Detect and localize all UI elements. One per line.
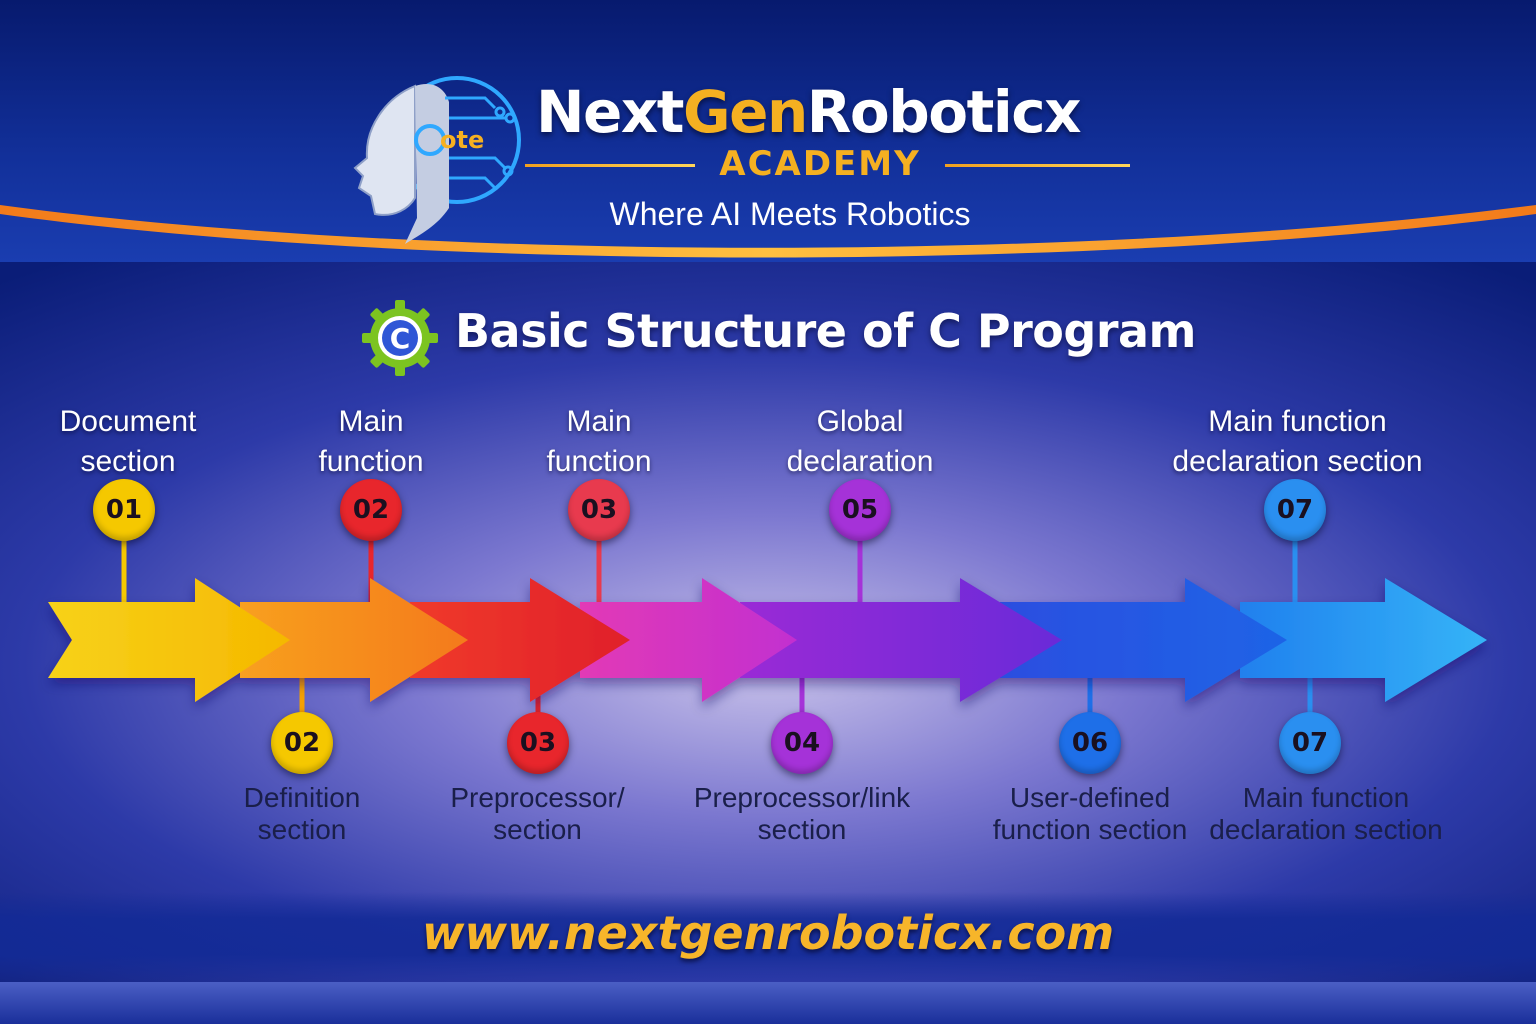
bottom-label-3: Preprocessor/ section (430, 782, 645, 846)
bottom-badge-3: 03 (507, 712, 569, 774)
bottom-badge-4: 04 (771, 712, 833, 774)
footer-band (0, 892, 1536, 982)
arrow-4 (580, 578, 797, 702)
bottom-badge-6: 06 (1059, 712, 1121, 774)
tagline: Where AI Meets Robotics (609, 196, 971, 232)
top-badge-5: 05 (829, 479, 891, 541)
bottom-label-4: Preprocessor/link section (672, 782, 932, 846)
bottom-label-6: User-defined function section (975, 782, 1205, 846)
bottom-label-3-text: Preprocessor/ section (450, 782, 625, 845)
top-label-1-text: Document section (59, 405, 197, 478)
c-gear-icon: C (362, 300, 438, 376)
bottom-badge-7: 07 (1279, 712, 1341, 774)
arrow-7 (1240, 578, 1487, 702)
arrow-3 (410, 578, 630, 702)
bottom-label-6-text: User-defined function section (992, 782, 1188, 845)
top-label-2-text: Main function (318, 405, 424, 478)
top-badge-1: 01 (93, 479, 155, 541)
top-label-3: Main function (519, 402, 679, 482)
robot-head-logo: ote (353, 76, 521, 244)
top-label-7: Main function declaration section (1150, 402, 1445, 482)
arrow-2 (240, 578, 468, 702)
top-label-5-text: Global declaration (786, 405, 934, 478)
brand-part-next: Next (536, 78, 685, 146)
top-badge-3: 03 (568, 479, 630, 541)
brand-part-roboticx: Roboticx (806, 78, 1082, 146)
top-label-2: Main function (291, 402, 451, 482)
c-letter: C (390, 322, 411, 355)
bottom-label-2: Definition section (202, 782, 402, 846)
academy-label: ACADEMY (719, 144, 921, 184)
bottom-badge-2: 02 (271, 712, 333, 774)
top-label-7-text: Main function declaration section (1172, 405, 1423, 478)
top-badge-2: 02 (340, 479, 402, 541)
top-label-5: Global declaration (760, 402, 960, 482)
top-label-3-text: Main function (546, 405, 652, 478)
brand-name: NextGenRoboticx (536, 78, 1082, 146)
connector-stems (121, 538, 1313, 714)
top-label-1: Document section (28, 402, 228, 482)
bottom-label-2-text: Definition section (243, 782, 361, 845)
website-url: www.nextgenroboticx.com (421, 906, 1115, 960)
arrow-6 (1000, 578, 1287, 702)
brand-part-gen: Gen (683, 78, 808, 146)
arrow-1 (48, 578, 290, 702)
top-badge-7: 07 (1264, 479, 1326, 541)
bottom-label-4-text: Preprocessor/link section (693, 782, 911, 845)
bottom-band (0, 982, 1536, 1024)
header-band (0, 0, 1536, 262)
page-title: Basic Structure of C Program (455, 304, 1196, 358)
academy-rule-right (945, 164, 1130, 167)
arrow-5 (740, 578, 1062, 702)
header-swoosh (0, 205, 1536, 258)
logo-text: ote (440, 126, 484, 154)
bottom-label-7: Main function declaration section (1195, 782, 1457, 846)
bottom-label-7-text: Main function declaration section (1209, 782, 1443, 845)
academy-rule-left (525, 164, 695, 167)
